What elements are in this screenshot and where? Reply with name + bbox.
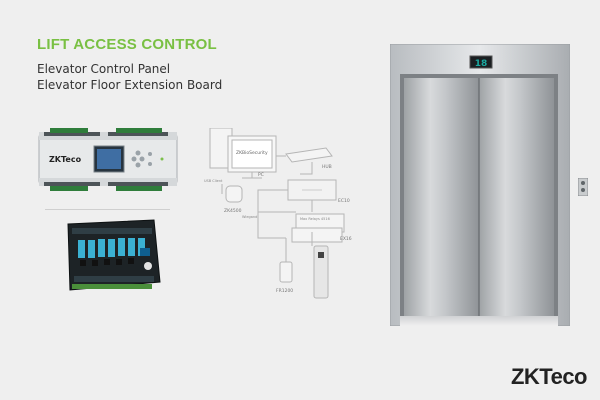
zkteco-logo: ZKTeco xyxy=(510,364,588,389)
panel-logo: ZKTeco xyxy=(49,155,82,164)
call-button[interactable] xyxy=(578,178,588,196)
floor-display: 18 xyxy=(475,59,488,69)
subtitle-control-panel: Elevator Control Panel xyxy=(37,62,171,76)
page-title: LIFT ACCESS CONTROL xyxy=(37,36,217,53)
floor-extension-board-image xyxy=(67,219,161,291)
usb-label: USB Client xyxy=(204,179,223,183)
extension-label: EX16 xyxy=(340,236,352,242)
elevator-illustration: 18 xyxy=(390,44,570,326)
subtitle-extension-board: Elevator Floor Extension Board xyxy=(37,78,223,92)
enroller-label: ZK4500 xyxy=(224,208,242,214)
elevator-control-panel-image: ZKTeco xyxy=(38,128,178,191)
bus-label: Max Relays 4516 xyxy=(300,217,330,221)
controller-label: EC10 xyxy=(338,198,350,204)
reader-label: FR1200 xyxy=(276,288,293,294)
pc-label: PC xyxy=(258,172,264,178)
wiegand-label: Wiegand xyxy=(242,215,257,219)
software-label: ZKBioSecurity xyxy=(236,150,268,156)
divider xyxy=(45,209,170,210)
wiring-diagram: ZKBioSecurity PC HUB USB Client ZK4500 E… xyxy=(204,128,352,299)
hub-label: HUB xyxy=(322,164,332,170)
